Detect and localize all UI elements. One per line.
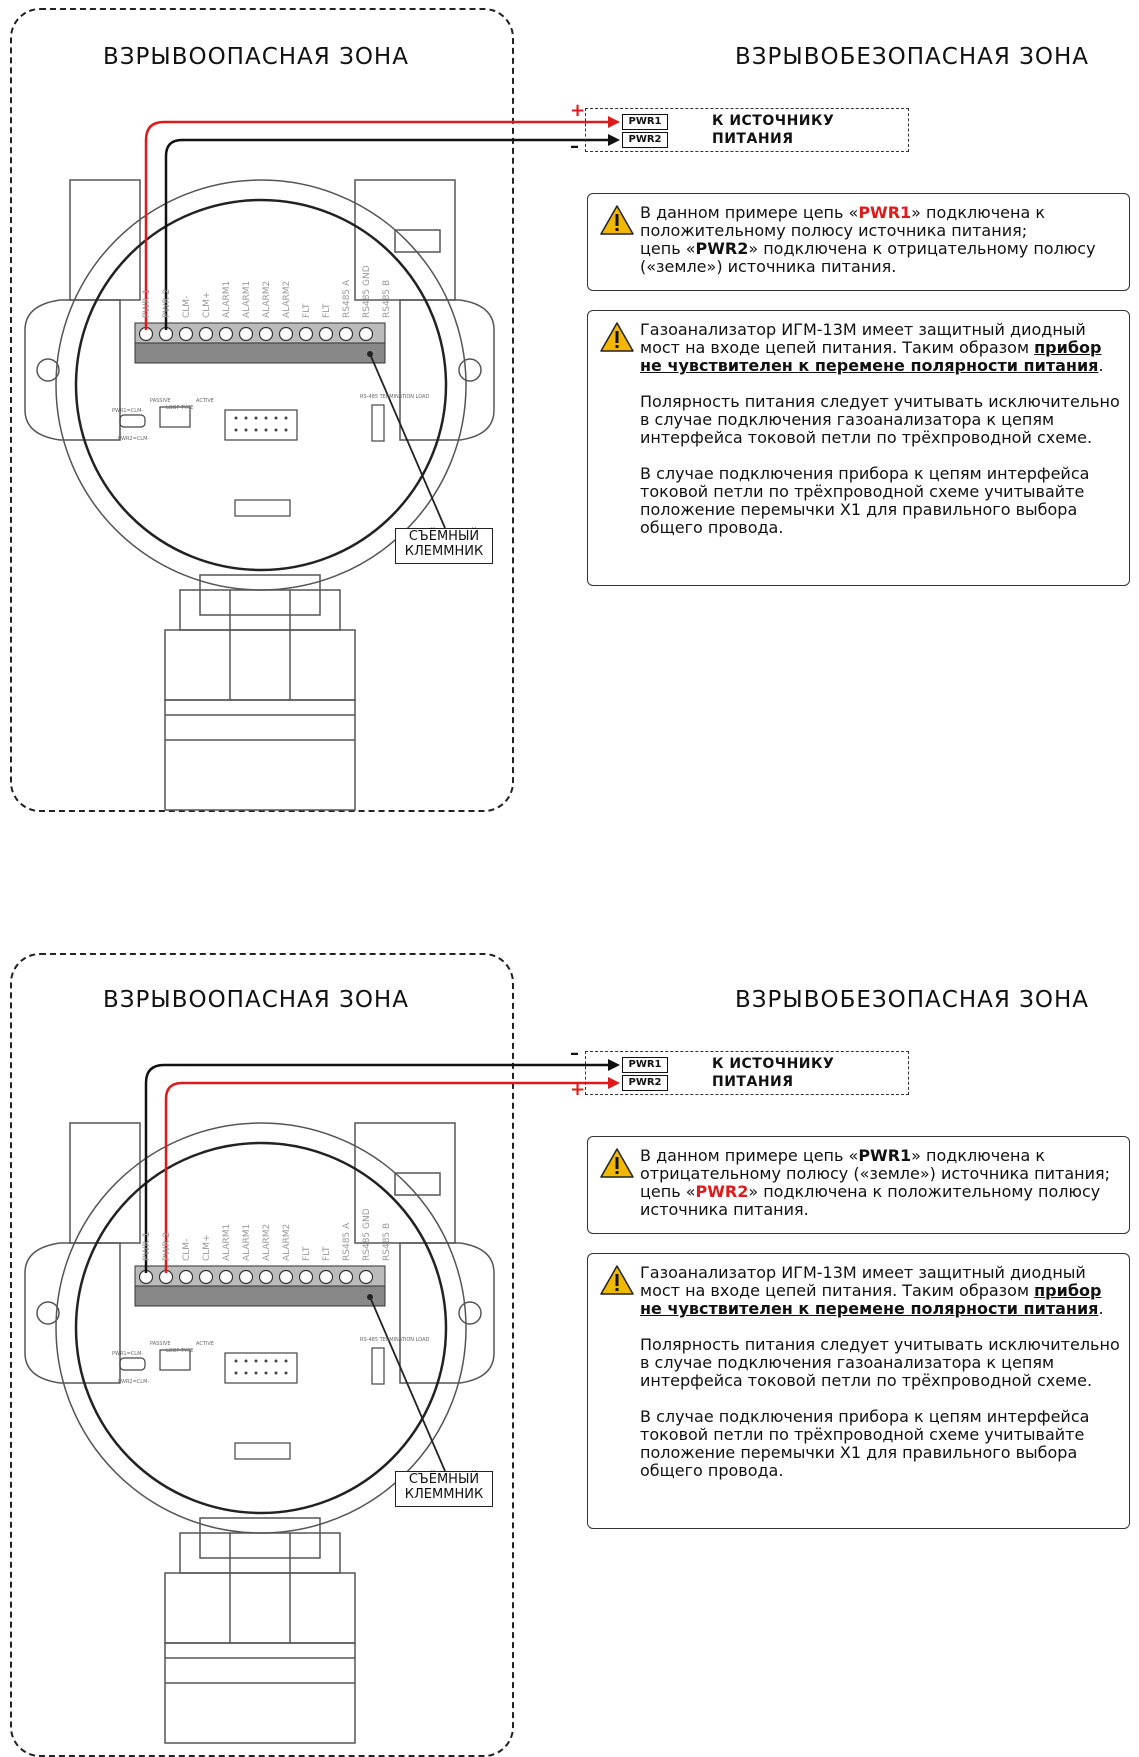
terminal-label: PWR 2: [162, 289, 172, 318]
terminal-label: ALARM1: [222, 281, 232, 318]
board-label: LOOP TYPE: [166, 405, 193, 411]
terminal-label: FLT: [322, 303, 332, 318]
terminal-label: ALARM2: [262, 1224, 272, 1261]
pwr1-tag: PWR1: [622, 114, 668, 130]
diagram-panel-1: ВЗРЫВООПАСНАЯ ЗОНА ВЗРЫВОБЕЗОПАСНАЯ ЗОНА: [0, 0, 1139, 877]
source-label-2: ПИТАНИЯ: [712, 1074, 794, 1090]
terminal-label: FLT: [302, 1246, 312, 1261]
terminal-label: ALARM1: [242, 281, 252, 318]
callout-removable-terminal: СЪЁМНЫЙ КЛЕММНИК: [395, 1471, 493, 1507]
polarity-note: В данном примере цепь «PWR1» подключена …: [587, 193, 1130, 291]
source-label-1: К ИСТОЧНИКУ: [712, 113, 835, 129]
hazard-zone-border: [10, 8, 514, 812]
wire-pwr1: [144, 120, 608, 330]
device-drawing: PWR 1 PWR 2 CLM- CLM+ ALARM1 ALARM1 ALARM2 ALAR…: [24, 1059, 620, 1744]
terminal-label: RS485 A: [342, 1222, 352, 1261]
power-source-box: [585, 108, 909, 152]
pwr1-tag: PWR1: [622, 1057, 668, 1073]
source-label-1: К ИСТОЧНИКУ: [712, 1056, 835, 1072]
warning-icon: [600, 322, 634, 352]
board-label: ACTIVE: [196, 398, 214, 404]
terminal-label: RS485 A: [342, 279, 352, 318]
hazard-zone-title: ВЗРЫВООПАСНАЯ ЗОНА: [103, 44, 409, 70]
warning-icon: [600, 1148, 634, 1178]
board-label: PASSIVE: [150, 398, 171, 404]
wire-pwr2: [164, 1081, 608, 1273]
terminal-label: CLM+: [202, 1234, 212, 1261]
board-label: PWR2=CLM-: [118, 1379, 149, 1385]
terminal-label: CLM-: [182, 1239, 192, 1261]
hazard-zone-title: ВЗРЫВООПАСНАЯ ЗОНА: [103, 987, 409, 1013]
board-label: LOOP TYPE: [166, 1348, 193, 1354]
terminal-label: PWR 1: [142, 1232, 152, 1261]
board-label: RS-485 TERMINATION LOAD: [360, 394, 430, 400]
terminal-label: CLM-: [182, 296, 192, 318]
terminal-label: PWR 1: [142, 289, 152, 318]
source-label-2: ПИТАНИЯ: [712, 131, 794, 147]
terminal-label: RS485 B: [382, 1223, 392, 1261]
terminal-label: ALARM2: [282, 1224, 292, 1261]
diagram-panel-2: ВЗРЫВООПАСНАЯ ЗОНА ВЗРЫВОБЕЗОПАСНАЯ ЗОНА: [0, 877, 1139, 1757]
terminal-label: PWR 2: [162, 1232, 172, 1261]
board-label: RS-485 TERMINATION LOAD: [360, 1337, 430, 1343]
terminal-label: ALARM2: [282, 281, 292, 318]
terminal-label: RS485 GND: [362, 1208, 372, 1261]
board-label: ACTIVE: [196, 1341, 214, 1347]
terminal-label: ALARM2: [262, 281, 272, 318]
polarity-note: В данном примере цепь «PWR1» подключена …: [587, 1136, 1130, 1234]
board-label: PWR1=CLM-: [112, 1351, 143, 1357]
sign-top: –: [570, 1043, 579, 1064]
diode-bridge-note: Газоанализатор ИГМ-13М имеет защитный ди…: [587, 1253, 1130, 1529]
terminal-label: FLT: [302, 303, 312, 318]
sign-bottom: –: [570, 136, 579, 157]
wire-pwr2: [164, 138, 608, 330]
power-source-box: [585, 1051, 909, 1095]
board-label: PWR1=CLM-: [112, 408, 143, 414]
terminal-label: RS485 B: [382, 280, 392, 318]
safe-zone-title: ВЗРЫВОБЕЗОПАСНАЯ ЗОНА: [735, 987, 1090, 1013]
terminal-label: FLT: [322, 1246, 332, 1261]
terminal-label: RS485 GND: [362, 265, 372, 318]
terminal-label: ALARM1: [222, 1224, 232, 1261]
warning-icon: [600, 1265, 634, 1295]
sign-top: +: [570, 100, 586, 121]
diode-bridge-note: Газоанализатор ИГМ-13М имеет защитный ди…: [587, 310, 1130, 586]
device-drawing: PWR 1 PWR 2 CLM- CLM+ ALARM1 ALARM1 ALARM2 ALAR…: [24, 116, 620, 811]
pwr2-tag: PWR2: [622, 1075, 668, 1091]
callout-removable-terminal: СЪЁМНЫЙ КЛЕММНИК: [395, 528, 493, 564]
terminal-label: ALARM1: [242, 1224, 252, 1261]
safe-zone-title: ВЗРЫВОБЕЗОПАСНАЯ ЗОНА: [735, 44, 1090, 70]
sign-bottom: +: [570, 1079, 586, 1100]
warning-icon: [600, 205, 634, 235]
wire-pwr1: [144, 1063, 608, 1273]
pwr2-tag: PWR2: [622, 132, 668, 148]
board-label: PASSIVE: [150, 1341, 171, 1347]
board-label: PWR2=CLM-: [118, 436, 149, 442]
terminal-label: CLM+: [202, 291, 212, 318]
